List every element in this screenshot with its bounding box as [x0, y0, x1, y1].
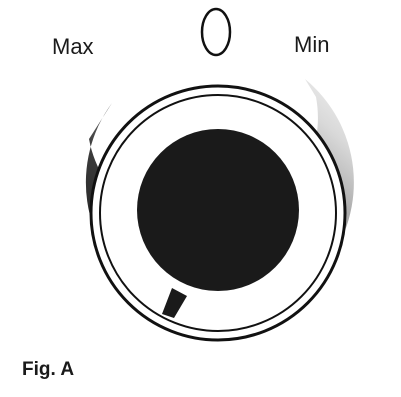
- max-label: Max: [52, 36, 94, 58]
- figure-caption: Fig. A: [22, 360, 74, 379]
- off-zero-marker: [202, 9, 230, 55]
- knob: [137, 129, 299, 291]
- min-label: Min: [294, 34, 329, 56]
